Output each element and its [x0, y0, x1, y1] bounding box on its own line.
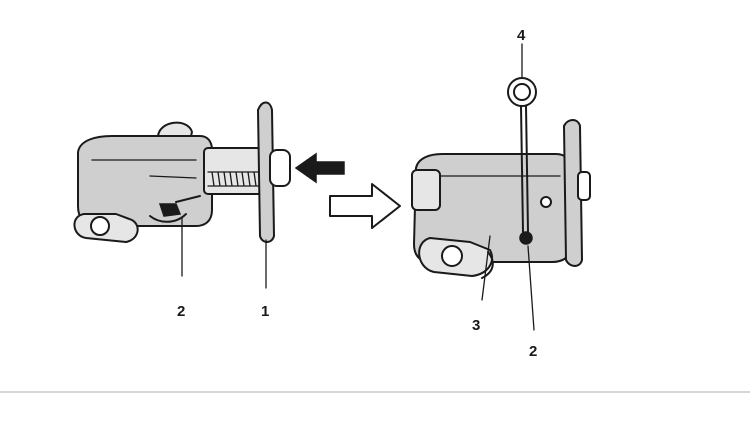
left-tensioner-assembly	[73, 101, 291, 243]
leader-right-body	[481, 235, 491, 301]
right-side-block	[411, 169, 441, 211]
left-plunger-barrel	[203, 147, 267, 195]
callout-left-rod: 1	[261, 303, 269, 320]
right-plate	[563, 119, 583, 267]
left-mount-hole	[90, 216, 110, 236]
callout-left-pin: 2	[177, 303, 185, 320]
right-tensioner-assembly	[411, 77, 591, 279]
right-tool-shaft	[520, 105, 524, 233]
left-plate	[257, 101, 275, 243]
callout-right-pin: 2	[529, 343, 537, 360]
right-body-hole	[540, 196, 552, 208]
right-pin	[519, 231, 533, 245]
leader-right-pin	[527, 245, 535, 331]
push-arrow-icon	[294, 152, 345, 184]
left-body	[77, 135, 213, 227]
callout-right-tool: 4	[517, 27, 526, 44]
right-plate-cap	[577, 171, 591, 201]
left-pin	[158, 203, 182, 217]
right-mount-hole	[441, 245, 463, 267]
left-rod-cap	[269, 149, 291, 187]
left-spring	[207, 171, 263, 187]
transition-arrow-icon	[329, 183, 401, 229]
callout-right-body: 3	[472, 317, 480, 334]
